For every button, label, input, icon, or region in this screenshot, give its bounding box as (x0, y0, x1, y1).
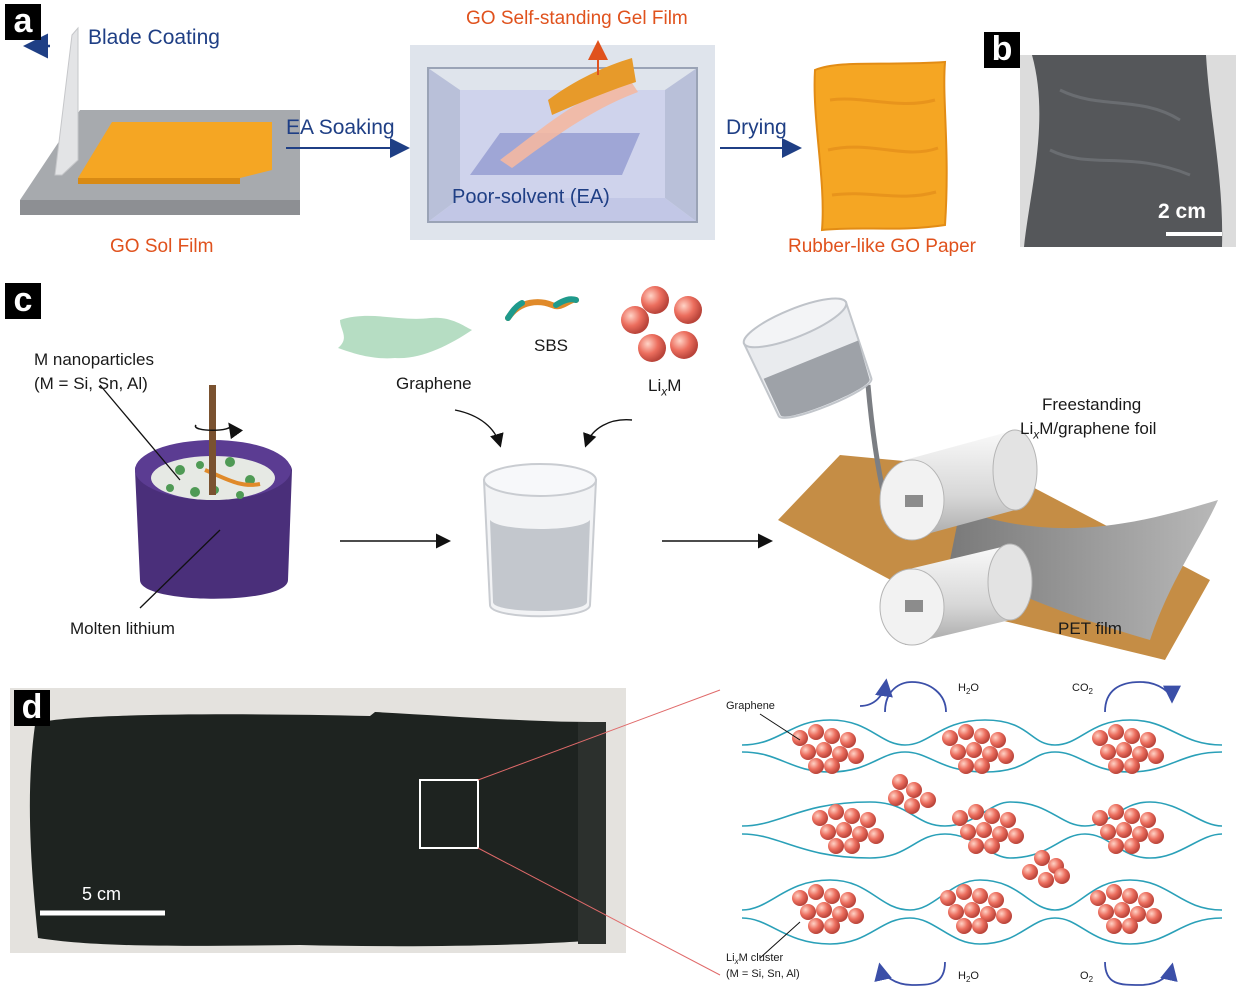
co2-arrow (1104, 681, 1181, 713)
o2-arrow (1104, 961, 1178, 986)
blade (54, 26, 79, 176)
rubber-paper-photo (1024, 55, 1223, 247)
leader-graphene (759, 713, 801, 741)
rubber-go-paper (813, 60, 948, 232)
cluster (1022, 850, 1070, 888)
label-m-elements: (M = Si, Sn, Al) (34, 374, 148, 393)
lixm-subscript: x (661, 384, 668, 399)
panel-a-graphics (20, 26, 948, 240)
cluster (888, 774, 936, 814)
o2-base: O (1080, 970, 1089, 982)
label-rubber-paper: Rubber-like GO Paper (788, 236, 976, 257)
panel-d-graphics (10, 678, 1223, 986)
rotation-arrow (195, 422, 244, 440)
lixm-base: Li (648, 376, 662, 395)
cluster-tail: M cluster (738, 952, 784, 964)
cluster (812, 804, 884, 854)
label-co2: CO2 (1072, 682, 1093, 696)
zoom-box (419, 779, 479, 849)
lixm-particles (621, 286, 702, 362)
h2o-top-tail: O (970, 682, 979, 694)
label-scale-5cm: 5 cm (82, 884, 122, 904)
panel-tag-c: c (5, 283, 41, 319)
label-lixm-cluster: LixM cluster (726, 952, 783, 966)
graphene-in-arrow (454, 409, 504, 448)
label-drying: Drying (726, 116, 787, 139)
cluster (792, 724, 864, 774)
h2o-top-arrow (859, 678, 893, 707)
panel-tag-d: d (14, 690, 50, 726)
top-roller (879, 429, 1038, 541)
label-ea-soaking: EA Soaking (286, 116, 395, 139)
nanoparticles (166, 457, 255, 499)
h2o-top-subscript: 2 (965, 687, 971, 697)
label-poor-solvent: Poor-solvent (EA) (452, 186, 610, 208)
leader-cluster (759, 921, 801, 959)
leader-nanoparticles (99, 384, 181, 481)
stirrer-rod (209, 385, 216, 495)
h2o-bottom-tail: O (970, 970, 979, 982)
h2o-bottom-arrow (874, 961, 946, 986)
bottom-roller (879, 543, 1033, 646)
cluster (792, 884, 864, 934)
label-go-sol-film: GO Sol Film (110, 236, 214, 257)
gel-film (500, 80, 638, 168)
lixm-clusters (792, 724, 1164, 934)
zoom-line-top (477, 689, 721, 781)
coating-plate-side (20, 200, 300, 215)
submerged-substrate (470, 133, 640, 175)
label-m-nanoparticles: M nanoparticles (34, 350, 155, 369)
label-lixm: LixM (648, 376, 681, 398)
pouring-cup (742, 297, 873, 419)
lixm-in-arrow (583, 419, 633, 448)
o2-subscript: 2 (1088, 975, 1094, 985)
label-lixm-graphene-foil: LixM/graphene foil (1020, 419, 1156, 441)
label-pet-film: PET film (1058, 619, 1122, 638)
panel-b-graphics (1020, 55, 1236, 247)
label-h2o-top: H2O (958, 682, 979, 696)
lixm-tail: M (667, 376, 682, 395)
cluster (952, 804, 1024, 854)
cluster (1090, 884, 1162, 934)
foil-base: Li (1020, 419, 1034, 438)
foil-tail: M/graphene foil (1039, 419, 1157, 438)
beaker-slurry (490, 520, 590, 611)
label-scale-2cm: 2 cm (1158, 200, 1206, 223)
co2-base: CO (1072, 682, 1089, 694)
cluster-base: Li (726, 952, 735, 964)
foil-subscript: x (1033, 427, 1040, 442)
go-sol-film (78, 122, 272, 178)
cluster-subscript: x (734, 957, 739, 967)
cluster (1092, 724, 1164, 774)
cluster (942, 724, 1014, 774)
h2o-bottom-base: H (958, 970, 966, 982)
freestanding-foil (950, 500, 1218, 640)
panel-c-graphics (99, 286, 1218, 660)
foil-roll (578, 722, 606, 944)
graphene-sheet (338, 315, 472, 359)
li-foil-photo (29, 712, 598, 947)
label-h2o-bottom: H2O (958, 970, 979, 984)
label-sbs: SBS (534, 336, 569, 355)
zoom-line-bottom (477, 847, 721, 976)
panel-tag-a: a (5, 4, 41, 40)
co2-subscript: 2 (1088, 687, 1093, 697)
h2o-bottom-subscript: 2 (965, 975, 971, 985)
label-molten-lithium: Molten lithium (70, 619, 175, 638)
panel-tag-b: b (984, 32, 1020, 68)
leader-molten-lithium (139, 529, 221, 609)
label-o2: O2 (1080, 970, 1093, 984)
h2o-top-base: H (958, 682, 966, 694)
cluster (1092, 804, 1164, 854)
label-blade-coating: Blade Coating (88, 26, 220, 49)
label-graphene-d: Graphene (726, 700, 775, 712)
label-freestanding: Freestanding (1042, 395, 1142, 414)
label-graphene: Graphene (396, 374, 472, 393)
cluster (940, 884, 1012, 934)
label-cluster-note: (M = Si, Sn, Al) (726, 968, 800, 980)
label-gel-film: GO Self-standing Gel Film (466, 8, 688, 29)
